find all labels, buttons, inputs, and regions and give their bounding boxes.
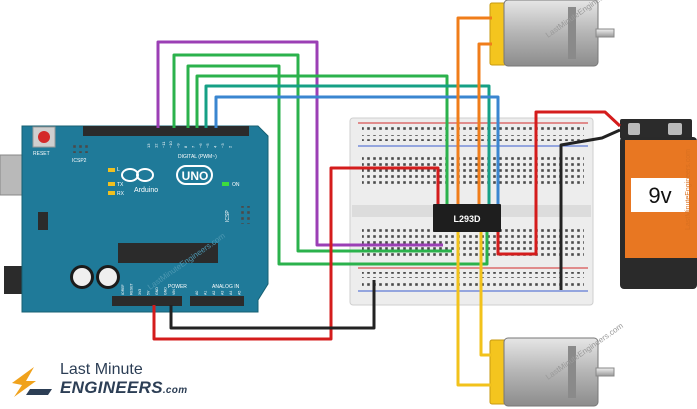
uno-text: UNO <box>182 169 209 183</box>
brand-line1: Last Minute <box>60 361 143 378</box>
arduino-logo: Arduino <box>121 168 158 194</box>
wire-green-1 <box>172 53 452 253</box>
tx-led-label: TX <box>117 182 124 188</box>
digital-pin-label: ~11 <box>161 141 166 148</box>
digital-pin-label: 13 <box>146 143 151 148</box>
analog-pin-label: A3 <box>221 291 225 295</box>
lightning-logo-icon <box>12 367 52 397</box>
digital-label: DIGITAL (PWM~) <box>178 154 217 160</box>
l-led-label: L <box>117 167 120 173</box>
wire-red-5v <box>152 166 440 341</box>
wire-blue <box>214 95 500 204</box>
digital-pin-label: 4 <box>213 145 218 148</box>
motor-bottom: LastMinuteEngineers.com <box>489 321 625 407</box>
rx-led-label: RX <box>117 191 125 197</box>
l293d-ic: L293D <box>433 204 501 232</box>
analog-pin-label: A5 <box>238 291 242 295</box>
analog-pin-label: A4 <box>229 291 233 295</box>
power-pin-label: IOREF <box>121 284 125 295</box>
wires <box>152 16 622 387</box>
ic-label: L293D <box>453 214 481 224</box>
wire-purple <box>156 40 443 247</box>
power-label: POWER <box>168 284 187 290</box>
wire-orange-2 <box>477 42 492 204</box>
battery-label: 9v <box>648 183 671 208</box>
power-pin-label: RESET <box>130 282 134 295</box>
analog-pin-label: A2 <box>212 291 216 295</box>
digital-pin-label: ~9 <box>176 143 181 148</box>
analog-pin-label: A1 <box>204 291 208 295</box>
analog-label: ANALOG IN <box>212 284 240 290</box>
digital-pin-label: ~5 <box>205 143 210 148</box>
wire-orange-1 <box>456 16 492 204</box>
icsp-label: ICSP <box>225 210 231 222</box>
wire-yellow-2 <box>479 232 492 357</box>
analog-pin-label: A0 <box>195 291 199 295</box>
brand-line2-text: ENGINEERS <box>60 378 163 397</box>
on-label: ON <box>232 182 240 188</box>
wire-black-gnd <box>169 280 376 330</box>
digital-pin-label: ~3 <box>220 143 225 148</box>
digital-pin-label: 2 <box>227 145 232 148</box>
wire-battery-black <box>559 128 621 290</box>
battery-9v: 9v LastMinuteEngineers.com <box>620 119 697 289</box>
motor-top: LastMinuteEngineers.com <box>489 0 625 67</box>
arduino-uno-board: RESET ICSP2 L TX RX Arduino UNO ON ICSP <box>0 125 269 313</box>
power-pin-label: GND <box>155 287 159 295</box>
power-pin-label: 5V <box>147 290 151 295</box>
wire-yellow-1 <box>456 232 492 387</box>
reset-label: RESET <box>33 151 50 157</box>
power-pin-label: 3V3 <box>138 289 142 295</box>
wire-battery-red <box>496 110 622 256</box>
power-pin-label: VIN <box>172 289 176 295</box>
digital-pin-label: ~10 <box>168 140 173 148</box>
digital-pin-label: 8 <box>183 145 188 148</box>
brand-line2: ENGINEERS.com <box>60 378 187 398</box>
digital-pin-label: ~6 <box>198 143 203 148</box>
brand-logo: Last Minute ENGINEERS.com <box>8 361 187 403</box>
battery-watermark: LastMinuteEngineers.com <box>685 149 692 230</box>
power-pin-label: GND <box>164 287 168 295</box>
wire-green-2 <box>186 64 489 266</box>
digital-pin-label: 7 <box>190 145 195 148</box>
digital-pin-label: 12 <box>153 143 158 148</box>
brand-suffix: .com <box>162 385 188 396</box>
arduino-logo-text: Arduino <box>134 187 158 194</box>
icsp2-label: ICSP2 <box>72 158 87 164</box>
wire-green-3 <box>195 74 449 204</box>
wire-teal <box>204 84 491 204</box>
